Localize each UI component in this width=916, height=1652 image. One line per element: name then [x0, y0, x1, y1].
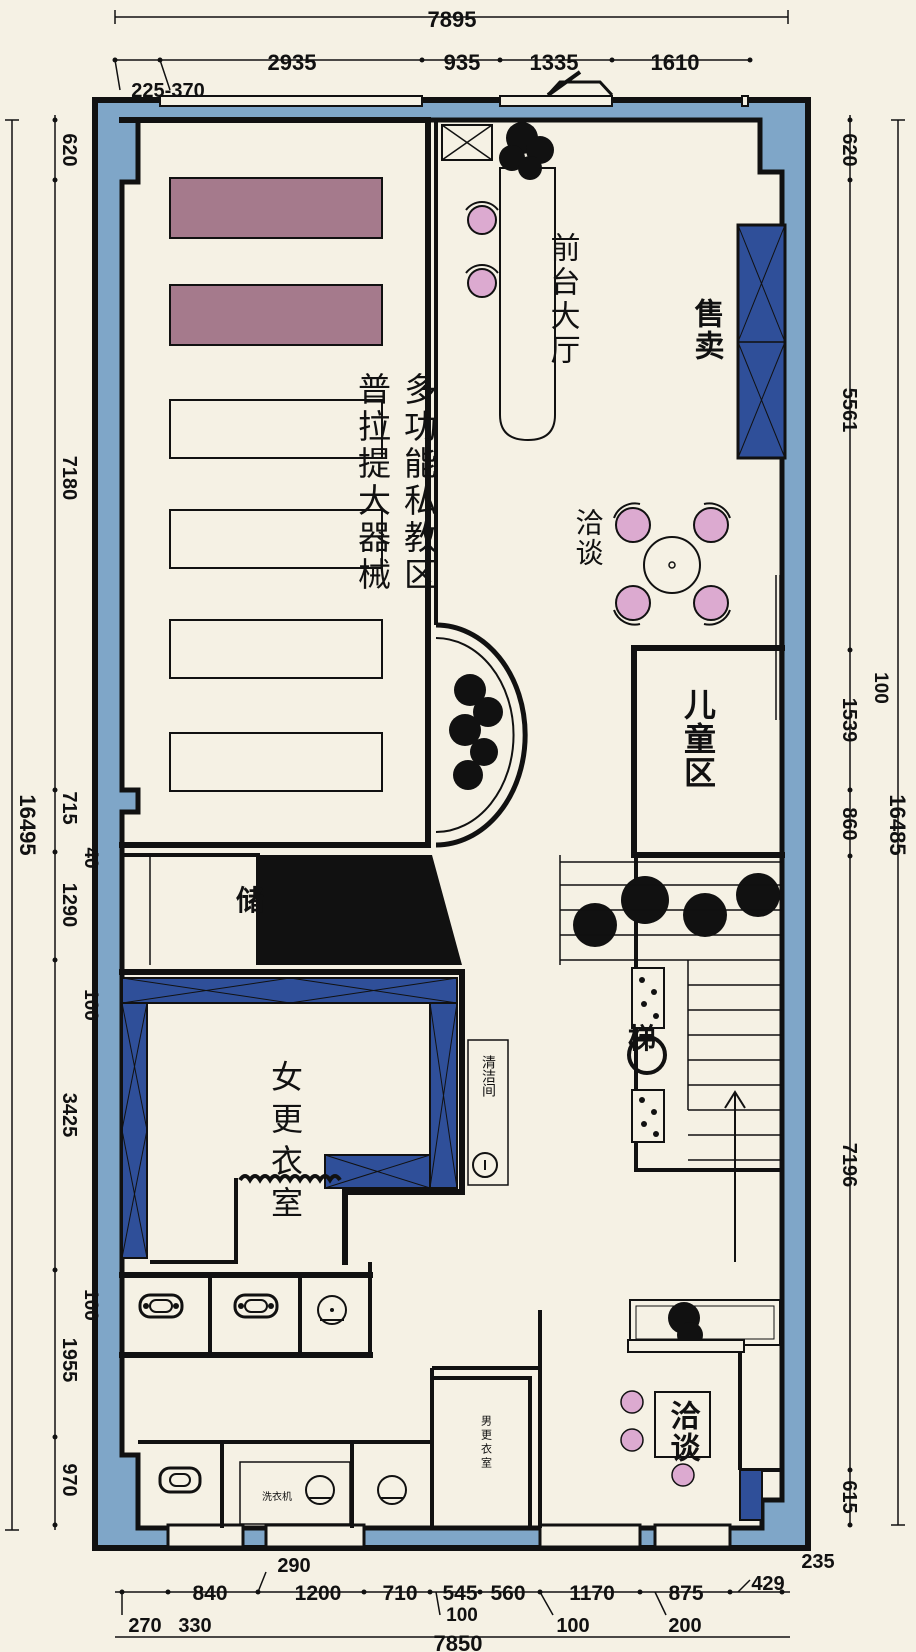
- dim-right-1539: 1539: [838, 698, 860, 743]
- squat-toilet-1: [138, 1293, 184, 1319]
- label-laundry: 清洁间: [480, 1055, 496, 1098]
- stool-c: [671, 1463, 695, 1487]
- cleaning-room: [467, 1039, 509, 1186]
- dim-left-970: 970: [58, 1463, 80, 1496]
- label-pilates: 普拉提大器械: [353, 372, 392, 594]
- label-sales: 售卖: [689, 298, 725, 362]
- dim-top-seg-3: 1335: [530, 50, 579, 75]
- dim-bottom-seg-1: 840: [192, 1582, 227, 1605]
- dim-top-small: 225-370: [131, 80, 204, 102]
- dim-top-total: 7895: [428, 7, 477, 32]
- dim-left-1955: 1955: [58, 1338, 80, 1383]
- label-washer: 洗衣机: [262, 1490, 292, 1503]
- dim-bottom-seg-6: 1170: [569, 1582, 615, 1605]
- plants: [258, 122, 780, 1348]
- dim-top-seg-4: 1610: [651, 50, 700, 75]
- dim-bottom-seg-4: 545: [442, 1582, 477, 1605]
- reformer-2: [169, 284, 383, 346]
- label-reception: 前台大厅: [545, 232, 580, 368]
- toilet-fixtures: [138, 1293, 407, 1525]
- dim-bottom-total: 7850: [434, 1631, 483, 1652]
- training-mat-3: [169, 619, 383, 679]
- dim-bottom-small-100a: 100: [446, 1605, 478, 1626]
- dim-right-total: 16485: [885, 794, 910, 855]
- dim-bottom-small-100b: 100: [556, 1615, 589, 1637]
- dim-right-860: 860: [838, 807, 860, 840]
- dim-left-100a: 100: [80, 989, 101, 1021]
- dim-right-620: 620: [838, 133, 860, 166]
- dim-top-seg-1: 2935: [268, 50, 317, 75]
- label-pilates-sub: 多功能私教区: [399, 372, 438, 594]
- interior-walls: [119, 117, 785, 1528]
- consult-table-top: [613, 502, 731, 626]
- consult-area-bottom: [620, 1299, 781, 1521]
- dim-left-3425: 3425: [58, 1093, 80, 1138]
- dim-bottom-small-235: 235: [801, 1551, 834, 1573]
- stool-b: [620, 1428, 644, 1452]
- chair-3: [615, 585, 651, 621]
- dim-bottom-small-330: 330: [178, 1615, 211, 1637]
- sink-2: [305, 1475, 335, 1505]
- stool-a: [620, 1390, 644, 1414]
- dim-bottom-small-270: 270: [128, 1615, 161, 1637]
- dim-bottom-seg-3: 710: [382, 1582, 417, 1605]
- dim-right-7196: 7196: [838, 1143, 860, 1188]
- label-kids: 儿童区: [679, 688, 717, 790]
- staircase: [559, 855, 782, 1262]
- bar-stool-2: [467, 268, 497, 298]
- dim-bottom-small-200: 200: [668, 1615, 701, 1637]
- lounge-seating: [627, 967, 667, 1143]
- plant-arch: [449, 674, 503, 790]
- room-labels: 前台大厅 售卖 洽谈 儿童区 普拉提大器械 多功能私教区 储 女更衣室 清洁间 …: [236, 232, 725, 1503]
- training-mat-1: [169, 399, 383, 459]
- label-consult-bottom: 洽谈: [665, 1400, 701, 1464]
- label-store: 储: [236, 884, 264, 917]
- dim-bottom-seg-2: 1200: [295, 1582, 342, 1605]
- dim-top-seg-2: 935: [444, 50, 481, 75]
- squat-toilet-3: [158, 1466, 202, 1494]
- dim-right-100: 100: [870, 672, 891, 704]
- women-lockers: [121, 977, 458, 1259]
- entrance-door: [546, 70, 614, 97]
- dim-left-total: 16495: [15, 794, 40, 855]
- reformer-1: [169, 177, 383, 239]
- sink-3: [377, 1475, 407, 1505]
- dim-left-620: 620: [58, 133, 80, 166]
- dimension-lines: [5, 10, 905, 1638]
- washer: [239, 1461, 351, 1525]
- label-women-changing: 女更衣室: [266, 1060, 304, 1228]
- dim-left-40: 40: [80, 847, 101, 868]
- dim-bottom-small-290: 290: [277, 1555, 310, 1577]
- dimension-labels: 7895 2935 935 1335 1610 225-370 840 1200…: [15, 7, 910, 1652]
- sink-1: [317, 1295, 347, 1325]
- chair-1: [615, 507, 651, 543]
- label-stairs: 梯: [628, 1022, 656, 1055]
- chair-2: [693, 507, 729, 543]
- dim-left-7180: 7180: [58, 456, 80, 501]
- label-consult-top: 洽谈: [572, 508, 605, 568]
- training-mat-4: [169, 732, 383, 792]
- dim-left-100b: 100: [80, 1289, 101, 1321]
- squat-toilet-2: [233, 1293, 279, 1319]
- label-men-changing: 男更衣室: [480, 1415, 493, 1471]
- dim-bottom-small-429: 429: [751, 1573, 784, 1595]
- reception-desk: [441, 124, 556, 442]
- dim-bottom-seg-7: 875: [668, 1582, 703, 1605]
- plant-stairs: [573, 873, 780, 947]
- sales-cabinet: [736, 223, 787, 460]
- dim-left-1290: 1290: [58, 883, 80, 928]
- chair-4: [693, 585, 729, 621]
- training-mat-2: [169, 509, 383, 569]
- dim-right-5561: 5561: [838, 388, 860, 433]
- pilates-equipment: [169, 177, 383, 792]
- dim-right-615: 615: [838, 1480, 860, 1513]
- dim-left-715: 715: [58, 791, 80, 824]
- bar-stool-1: [467, 205, 497, 235]
- dim-bottom-seg-5: 560: [490, 1582, 525, 1605]
- plant-entrance: [499, 122, 554, 180]
- plant-bed: [258, 855, 462, 965]
